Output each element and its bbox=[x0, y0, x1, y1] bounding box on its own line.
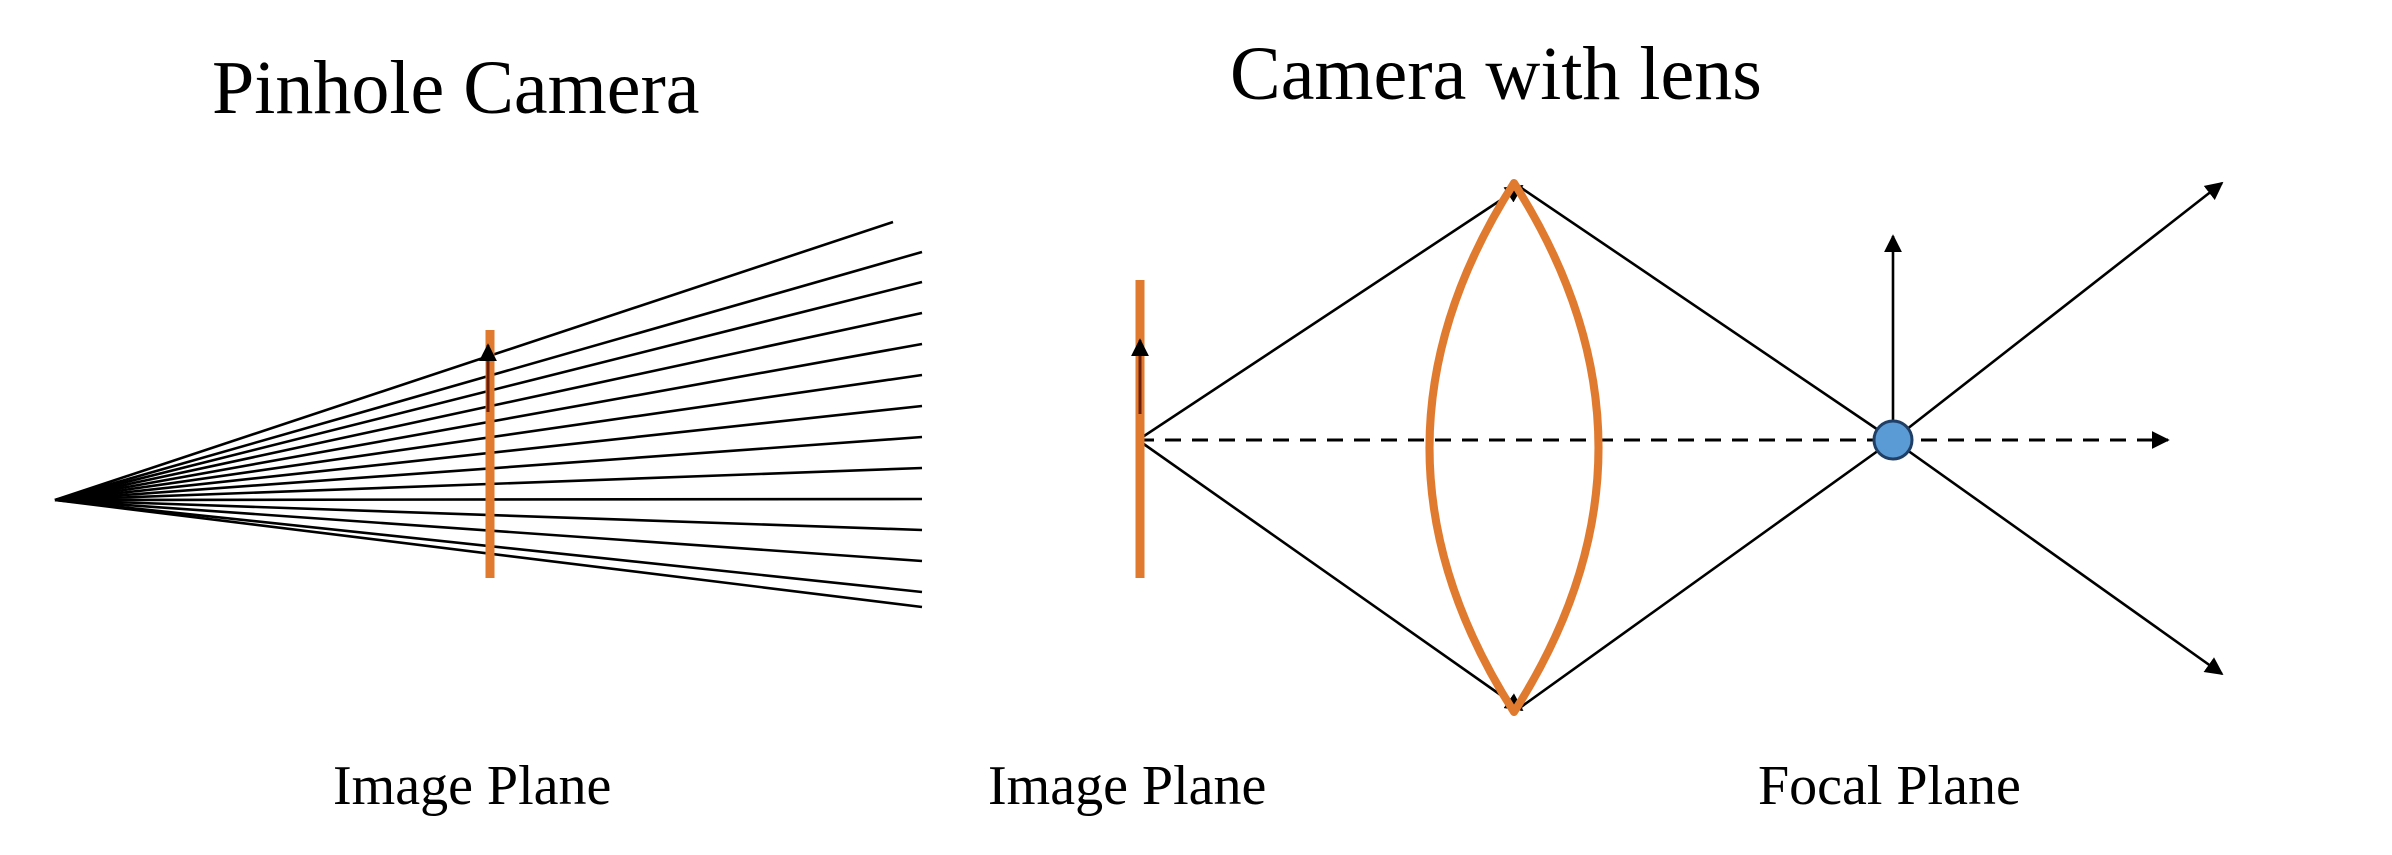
ray-lens-top-to-focus bbox=[1513, 181, 1894, 442]
pinhole-ray-1 bbox=[54, 220, 894, 502]
lens-camera-title: Camera with lens bbox=[1230, 32, 1762, 116]
focal-point bbox=[1872, 419, 1914, 461]
pinhole-camera-title: Pinhole Camera bbox=[212, 46, 700, 130]
ray-focus-to-upper-right bbox=[1892, 181, 2224, 442]
pinhole-image-plane-label: Image Plane bbox=[333, 755, 612, 817]
ray-lens-bottom-to-focus bbox=[1513, 438, 1894, 714]
ray-to-lens-top bbox=[1137, 184, 1524, 442]
ray-to-lens-bottom bbox=[1137, 438, 1524, 712]
focal-plane-label: Focal Plane bbox=[1758, 755, 2021, 817]
lens-image-plane-label: Image Plane bbox=[988, 755, 1267, 817]
ray-focus-to-lower-right bbox=[1892, 438, 2224, 676]
convex-lens bbox=[1425, 179, 1603, 716]
lens-ray-paths bbox=[1137, 181, 2224, 714]
